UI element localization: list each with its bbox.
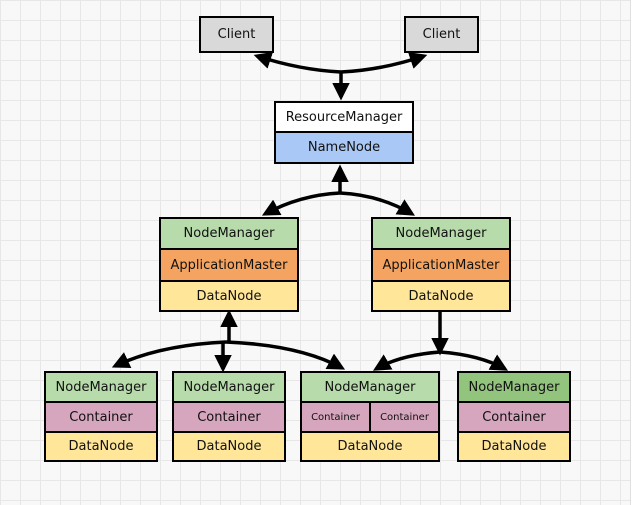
name-node: NameNode xyxy=(274,131,414,164)
master-left-application-master: ApplicationMaster xyxy=(159,248,299,282)
worker-3-container-1: Container xyxy=(300,401,371,433)
arrow-to-worker-4 xyxy=(439,350,509,371)
worker-4-data-node: DataNode xyxy=(457,431,571,462)
worker-2-container: Container xyxy=(172,401,286,433)
worker-1-container: Container xyxy=(44,401,158,433)
worker-4-container: Container xyxy=(457,401,571,433)
master-right-node-manager: NodeManager xyxy=(371,217,511,250)
arrow-client-left xyxy=(253,52,342,74)
worker-2-data-node: DataNode xyxy=(172,431,286,462)
client-right: Client xyxy=(404,16,479,53)
worker-1-node-manager: NodeManager xyxy=(44,371,158,403)
master-right-application-master: ApplicationMaster xyxy=(371,248,511,282)
worker-3-data-node: DataNode xyxy=(300,431,440,462)
arrow-to-master-right xyxy=(339,191,416,216)
worker-3-container-2: Container xyxy=(369,401,440,433)
master-left-node-manager: NodeManager xyxy=(159,217,299,250)
worker-2-node-manager: NodeManager xyxy=(172,371,286,403)
master-left-data-node: DataNode xyxy=(159,280,299,312)
arrow-to-worker-3-from-left xyxy=(225,340,346,370)
arrow-client-right xyxy=(340,52,428,74)
worker-1-data-node: DataNode xyxy=(44,431,158,462)
resource-manager: ResourceManager xyxy=(274,101,414,133)
client-left: Client xyxy=(199,16,274,53)
master-right-data-node: DataNode xyxy=(371,280,511,312)
arrow-to-worker-1 xyxy=(111,340,227,369)
arrow-to-master-left xyxy=(261,191,341,216)
worker-4-node-manager: NodeManager xyxy=(457,371,571,403)
canvas-edge xyxy=(630,0,642,505)
arrow-to-worker-3-from-right xyxy=(372,350,441,371)
worker-3-node-manager: NodeManager xyxy=(300,371,440,403)
